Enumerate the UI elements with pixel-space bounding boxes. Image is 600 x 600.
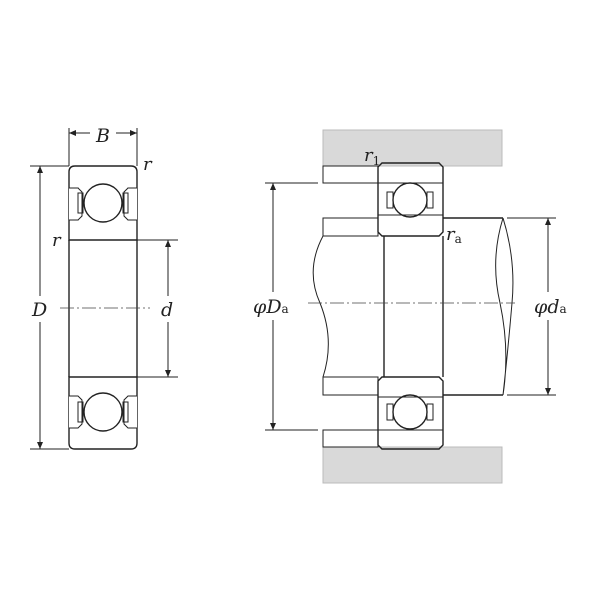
label-B: B [95,125,110,147]
shaft-break-left [312,235,329,378]
shaft-shoulder-bottom [322,376,379,396]
label-phi-Da: φDa [253,296,289,318]
label-r-top: r [143,154,153,175]
outer-ring-bottom [68,376,138,450]
label-r-side: r [52,230,62,251]
ball-bottom [392,394,428,430]
label-ra: ra [446,224,462,246]
ball-top [392,182,428,218]
housing-bottom [322,446,503,484]
label-phi-da: φda [534,296,567,318]
shaft-shoulder-top [322,217,379,237]
housing-shoulder-bottom [322,429,379,448]
label-d: d [161,299,173,321]
housing-shoulder-top [322,165,379,184]
label-D: D [31,299,47,321]
shaft-break-right [495,217,514,396]
label-r1: r1 [364,145,380,168]
ball-top [83,183,123,223]
mounting-view: r1 ra φDa φda [253,129,567,484]
housing-top [322,129,503,167]
ball-bottom [83,392,123,432]
bearing-section-view: B r r D d [30,125,178,450]
